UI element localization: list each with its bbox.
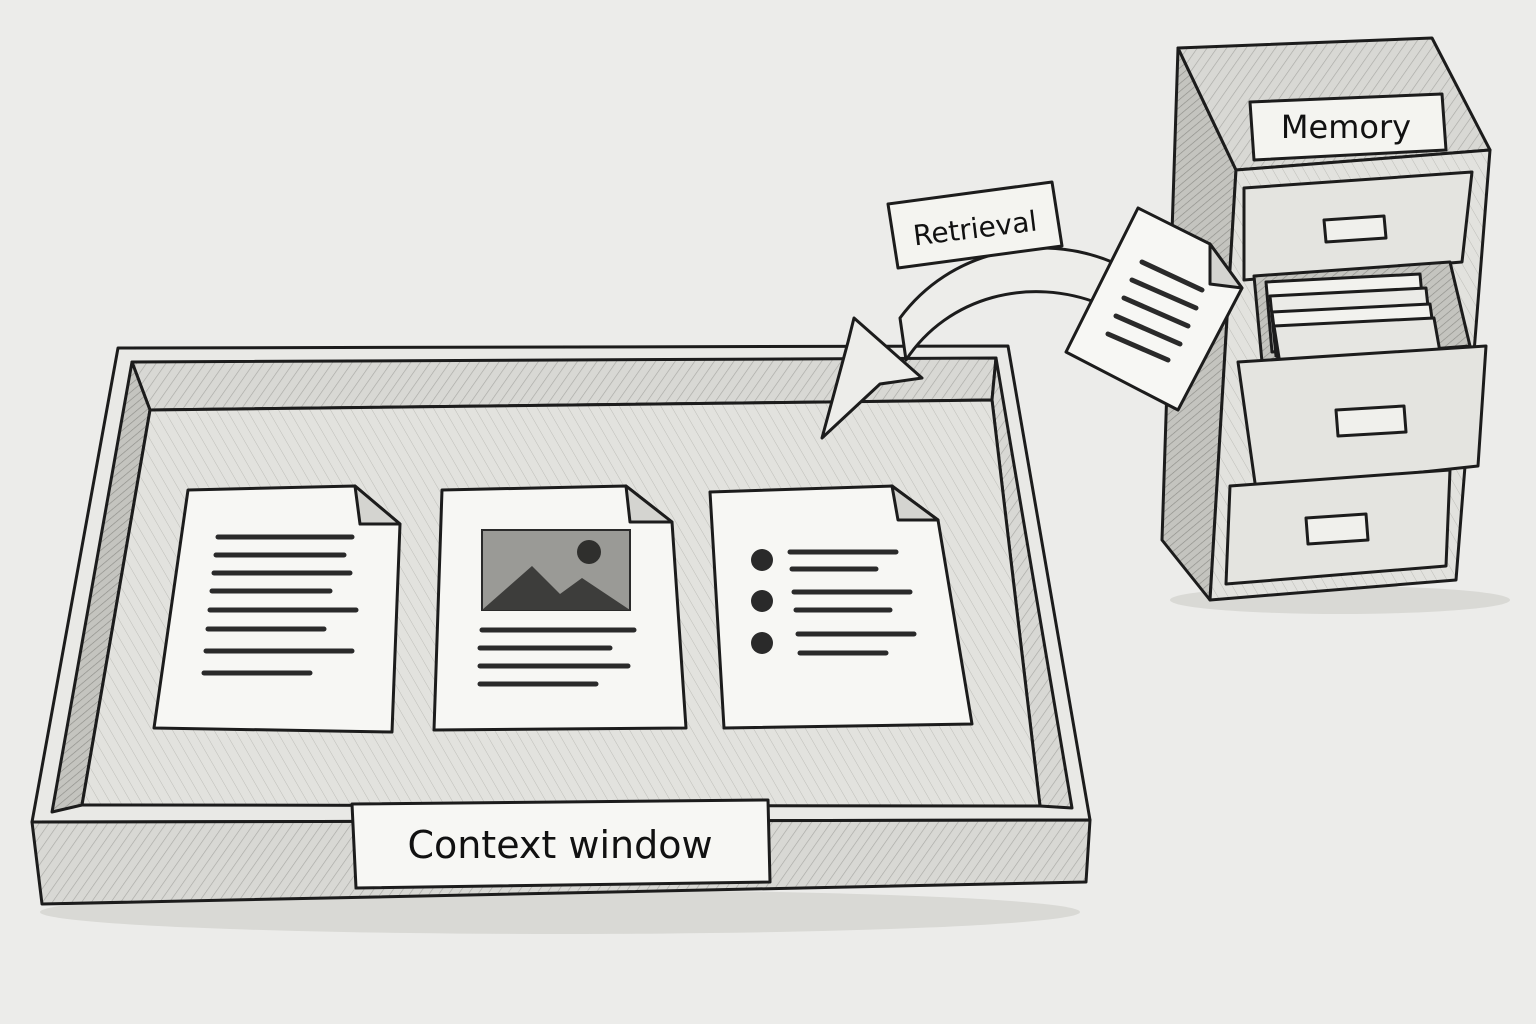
tray-shadow xyxy=(40,890,1080,934)
text-document-icon xyxy=(152,484,402,734)
mountain-icon xyxy=(482,566,630,610)
bullet-list-document-icon xyxy=(708,484,974,730)
context-window-label: Context window xyxy=(350,798,772,890)
bullet-dots xyxy=(751,549,773,654)
sun-icon xyxy=(577,540,601,564)
bullet-lines xyxy=(787,549,917,656)
cabinet-drawer-bottom xyxy=(1224,468,1452,586)
curved-arrow-icon xyxy=(820,246,1114,440)
drawer-handle xyxy=(1322,214,1388,244)
drawer-handle xyxy=(1334,404,1408,438)
document-icon xyxy=(1064,206,1244,412)
retrieved-doc-lines xyxy=(1105,259,1205,363)
image-document-icon xyxy=(432,484,688,732)
image-caption-lines xyxy=(477,627,637,687)
stored-files xyxy=(1264,272,1442,366)
context-window-text: Context window xyxy=(407,823,712,867)
retrieval-label: Retrieval xyxy=(886,180,1064,270)
memory-text: Memory xyxy=(1281,108,1411,146)
memory-label: Memory xyxy=(1248,92,1448,162)
cabinet-drawer-open xyxy=(1236,260,1488,492)
text-lines xyxy=(201,534,359,676)
drawer-handle xyxy=(1304,512,1370,546)
arrow-head xyxy=(820,316,924,440)
cabinet-drawer-top xyxy=(1242,170,1474,282)
